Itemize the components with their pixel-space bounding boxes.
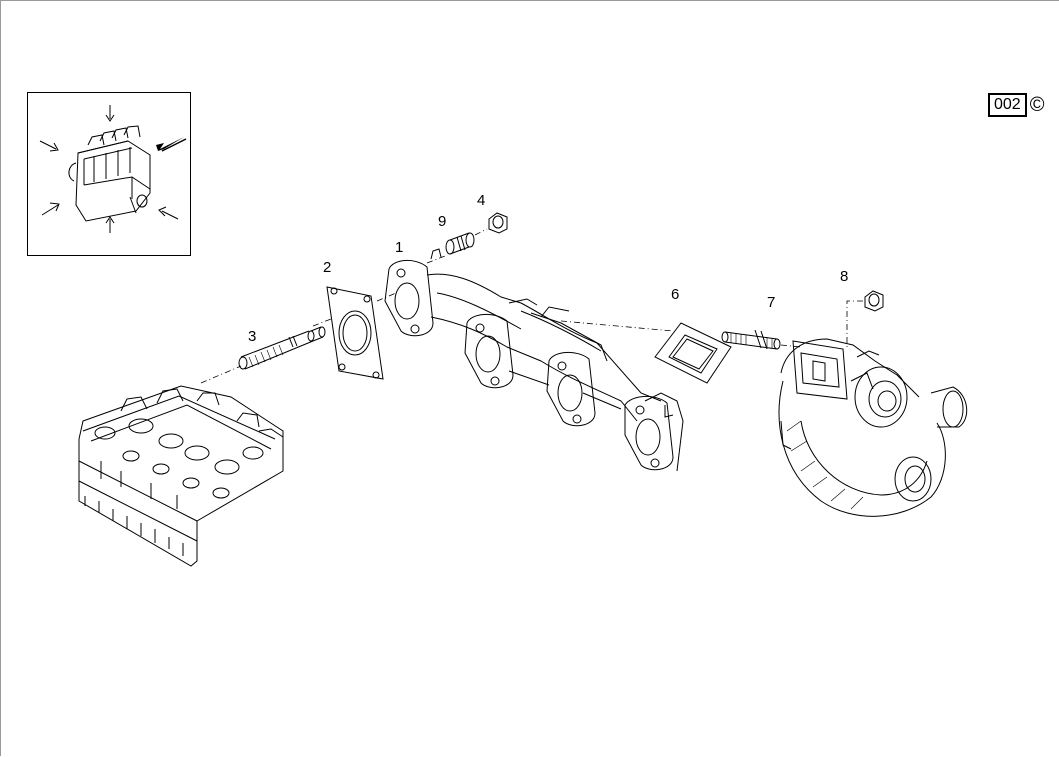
gasket-part-2	[326, 286, 384, 380]
turbocharger	[778, 338, 968, 517]
orientation-inset	[27, 92, 191, 256]
callout-4: 4	[477, 192, 486, 209]
cylinder-head	[78, 385, 284, 567]
inset-engine	[68, 125, 151, 222]
nut-part-4	[488, 212, 508, 234]
callout-7: 7	[767, 294, 776, 311]
callout-6: 6	[671, 286, 680, 303]
inset-drawing	[39, 105, 187, 233]
stud-part-3	[238, 326, 326, 370]
exhaust-manifold-part-1	[384, 248, 684, 472]
stud-part-9	[426, 228, 488, 264]
copyright-icon: ©	[1029, 93, 1045, 116]
nut-part-8	[846, 290, 884, 347]
inset-view-arrows	[39, 105, 187, 233]
stud-part-7	[721, 329, 802, 350]
callout-2: 2	[323, 259, 332, 276]
gasket-part-6	[654, 322, 732, 384]
callout-3: 3	[248, 328, 257, 345]
page-code-box: 002	[988, 93, 1027, 117]
callout-8: 8	[840, 268, 849, 285]
callout-9: 9	[438, 213, 447, 230]
callout-1: 1	[395, 239, 404, 256]
page-code: 002 ©	[988, 93, 1044, 117]
